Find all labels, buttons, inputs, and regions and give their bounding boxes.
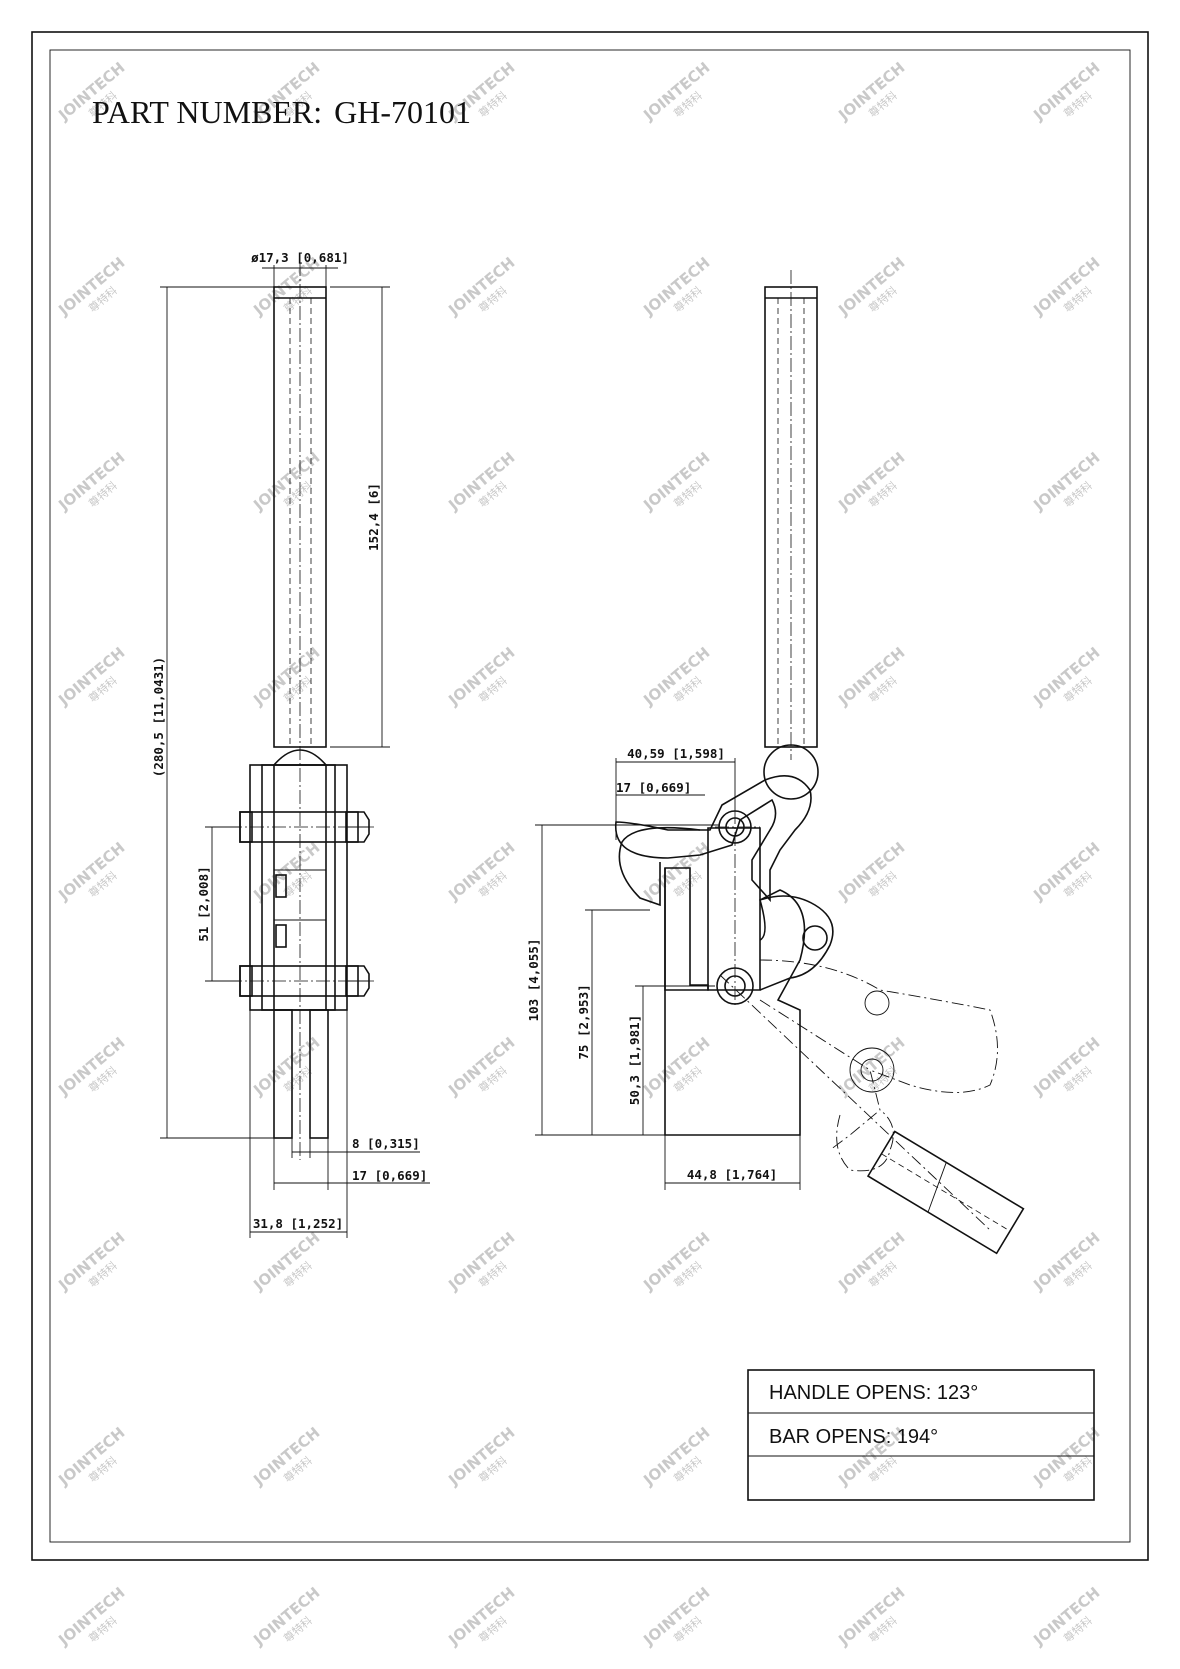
dim-overall-height: (280,5 [11,0431) [151,657,166,777]
side-pivot-right [802,925,828,951]
dim-bar-span: 17 [0,669] [352,1168,427,1183]
ghost-bar-open [759,959,998,1093]
front-view [228,262,375,1160]
front-nut-lower [345,965,370,997]
spec-table: HANDLE OPENS: 123° BAR OPENS: 194° [747,1369,1095,1501]
dim-handle-length: 152,4 [6] [366,483,381,551]
side-base-block [664,868,806,1136]
side-view [615,270,1025,1255]
dim-mid-height: 75 [2,953] [576,984,591,1059]
front-bar-left [273,1009,293,1139]
dim-bar-width: 8 [0,315] [352,1136,420,1151]
side-dimensions: 40,59 [1,598] 17 [0,669] 103 [4,055] 75 … [526,746,801,1190]
spec-bar-opens: BAR OPENS: 194° [769,1426,938,1448]
front-dimensions: ø17,3 [0,681] 152,4 [6] (280,5 [11,0431)… [151,250,430,1238]
dim-mount-width: 44,8 [1,764] [687,1167,777,1182]
part-number-title: PART NUMBER:GH-70101 [92,94,471,130]
outer-border [31,31,1149,1561]
dim-diameter: ø17,3 [0,681] [251,250,349,265]
dim-pivot-offset: 40,59 [1,598] [627,746,725,761]
dim-total-height: 103 [4,055] [526,939,541,1022]
dim-arm-offset: 17 [0,669] [616,780,691,795]
dim-pivot-height: 50,3 [1,981] [627,1015,642,1105]
spec-handle-opens: HANDLE OPENS: 123° [769,1382,978,1404]
inner-border [49,49,1131,1543]
front-bar-right [309,1009,329,1139]
ghost-handle-open [866,1130,1025,1255]
front-nut-upper [345,811,370,843]
side-link-bar [707,827,761,991]
dim-bolt-spacing: 51 [2,008] [196,866,211,941]
dim-base-width: 31,8 [1,252] [253,1216,343,1231]
